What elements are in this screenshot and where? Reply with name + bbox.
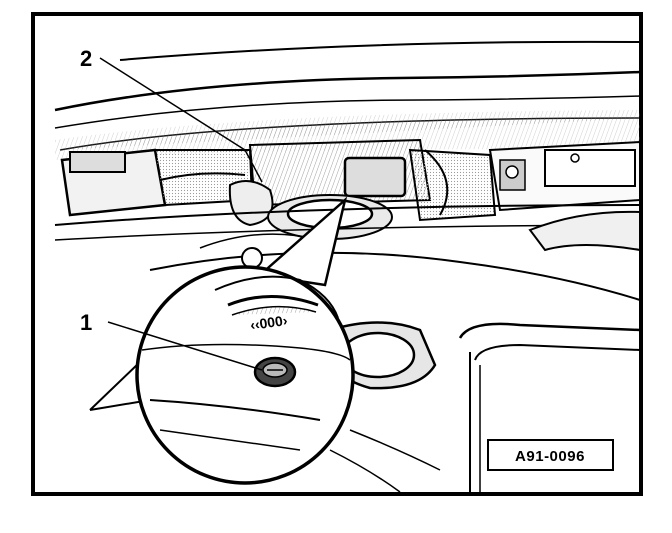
reference-code-box: A91-0096 (487, 439, 614, 471)
callout-2-label: 2 (80, 46, 92, 71)
callout-2: 2 (80, 46, 263, 183)
callout-1: 1 (80, 310, 263, 371)
vehicle-drawing (54, 40, 641, 493)
reference-code: A91-0096 (515, 448, 585, 465)
detail-magnifier: ‹‹000› (135, 196, 355, 485)
callout-1-label: 1 (80, 310, 92, 335)
svg-text:‹‹000›: ‹‹000› (249, 312, 289, 333)
